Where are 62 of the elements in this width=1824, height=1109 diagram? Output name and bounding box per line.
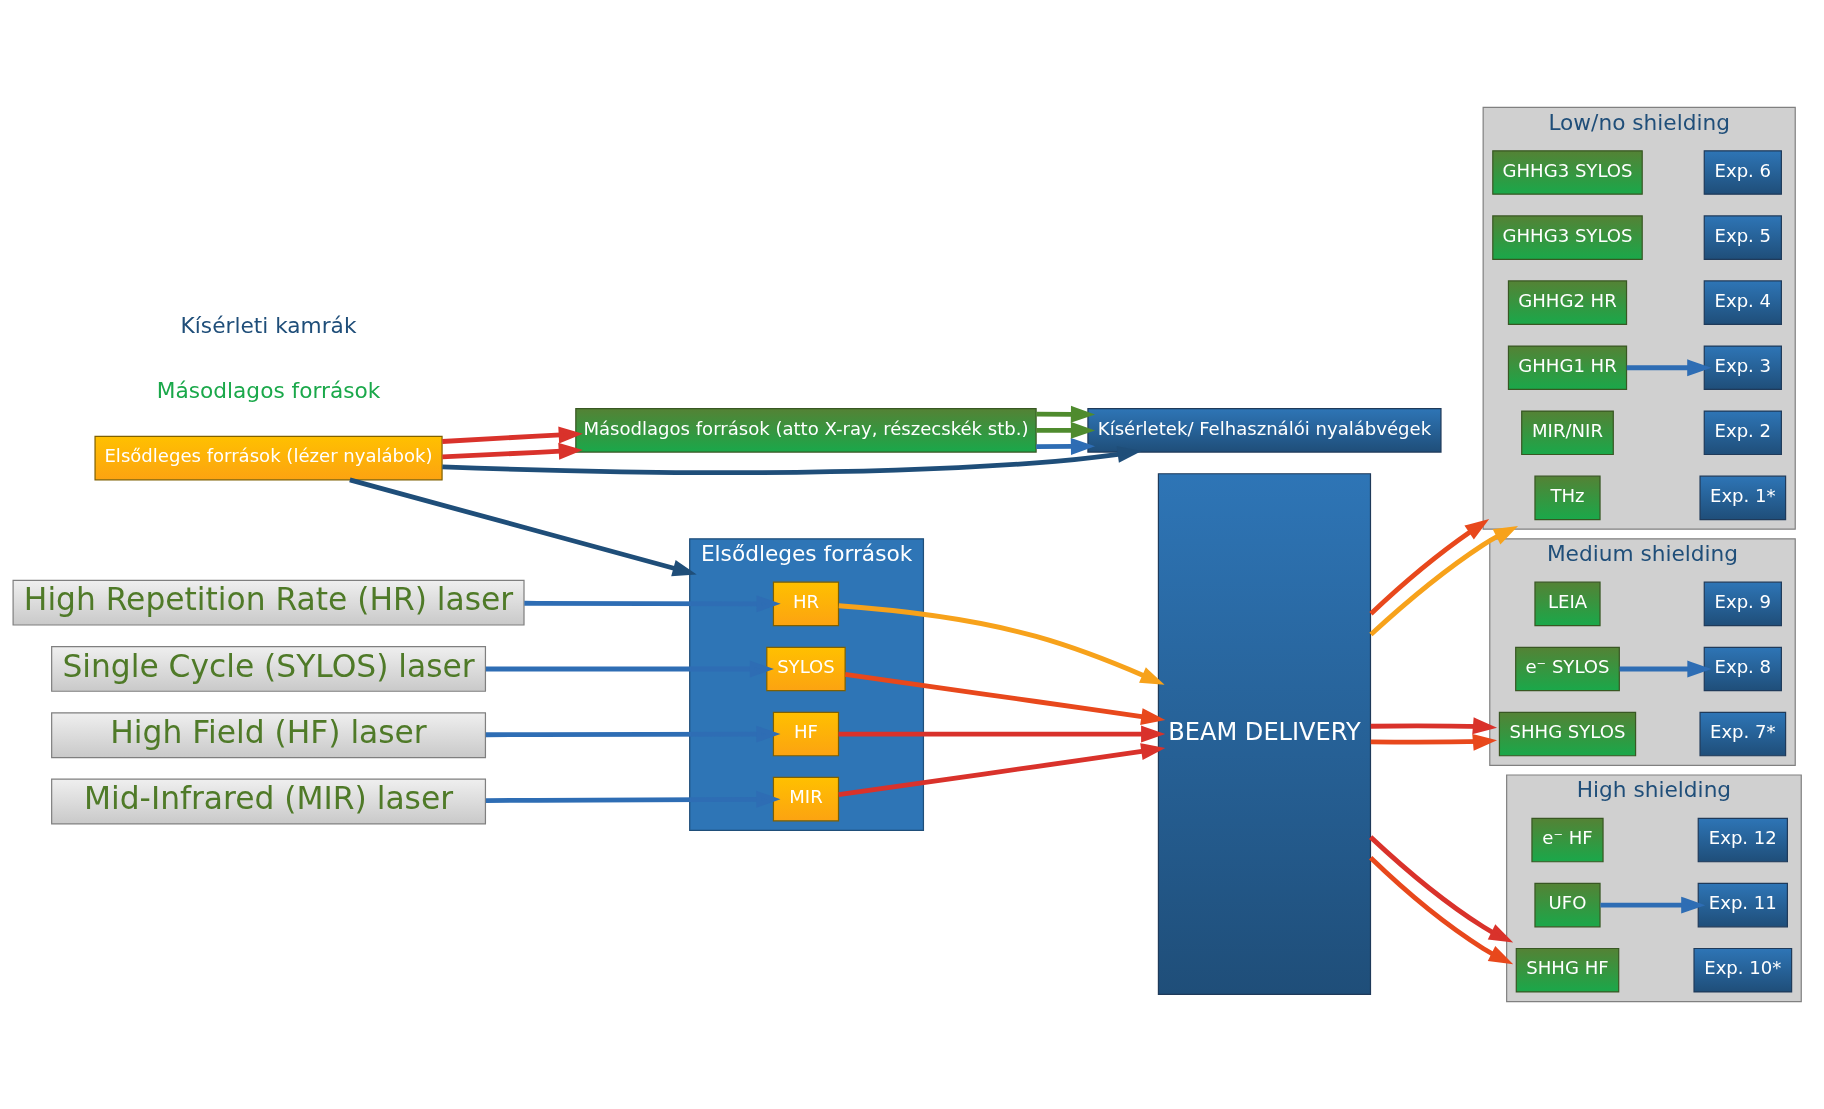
arrow [442, 426, 583, 444]
node-box: THz [1534, 475, 1601, 521]
node-box: LEIA [1534, 581, 1601, 627]
arrow [485, 725, 781, 743]
arrow [485, 790, 781, 808]
node-box: Exp. 6 [1703, 150, 1782, 195]
node-box: Exp. 11 [1697, 882, 1788, 928]
node-box: Elsődleges források (lézer nyalábok) [94, 435, 443, 481]
node-box: MIR [772, 776, 840, 822]
node-box: e⁻ HF [1531, 817, 1604, 863]
node-box: HF [772, 711, 840, 757]
arrow [1369, 525, 1519, 637]
node-box: Exp. 4 [1703, 280, 1782, 325]
arrow [1036, 405, 1096, 423]
arrow [1036, 421, 1096, 439]
arrow [1626, 359, 1712, 377]
arrow [1368, 856, 1514, 965]
node-box: SHHG HF [1515, 947, 1620, 993]
label: Másodlagos források [156, 378, 381, 404]
arrow [1036, 438, 1096, 455]
node-box: Másodlagos források (atto X-ray, részecskék stb.) [575, 408, 1037, 453]
arrow [1369, 519, 1490, 616]
arrow [838, 725, 1166, 743]
node-box: Mid-Infrared (MIR) laser [51, 778, 487, 825]
node-box: GHHG3 SYLOS [1492, 215, 1643, 260]
arrow [838, 603, 1165, 685]
node-box: Exp. 2 [1703, 410, 1782, 456]
label: Kísérleti kamrák [180, 313, 357, 339]
arrow [1370, 717, 1498, 735]
node-box: MIR/NIR [1521, 410, 1614, 456]
arrow [349, 477, 697, 577]
arrow [1368, 835, 1514, 943]
node-box: High Field (HF) laser [51, 712, 487, 759]
node-box: Kísérletek/ Felhasználói nyalábvégek [1087, 408, 1442, 453]
node-box: Exp. 10* [1693, 947, 1793, 993]
arrow [844, 672, 1166, 725]
node-box: GHHG3 SYLOS [1492, 150, 1643, 195]
arrow [442, 442, 583, 460]
node-box: SHHG SYLOS [1498, 711, 1637, 757]
node-box: Single Cycle (SYLOS) laser [51, 646, 487, 692]
node-box: SYLOS [766, 646, 846, 692]
arrow [1370, 733, 1498, 751]
node-box: BEAM DELIVERY [1157, 473, 1372, 995]
node-box: Exp. 1* [1699, 475, 1787, 521]
node-box: Exp. 3 [1703, 345, 1782, 391]
arrow [442, 446, 1142, 475]
arrow [1619, 660, 1712, 678]
arrow [485, 660, 774, 678]
node-box: Exp. 8 [1703, 646, 1782, 692]
arrow [524, 595, 781, 613]
arrow [1600, 896, 1706, 914]
node-box: Exp. 7* [1699, 711, 1787, 757]
arrow [838, 743, 1166, 798]
node-box: e⁻ SYLOS [1515, 646, 1620, 692]
node-box: GHHG2 HR [1507, 280, 1628, 325]
node-box: GHHG1 HR [1507, 345, 1628, 391]
node-box: HR [772, 581, 840, 627]
node-box: Exp. 9 [1703, 581, 1782, 627]
node-box: Exp. 5 [1703, 215, 1782, 260]
node-box: High Repetition Rate (HR) laser [12, 579, 525, 626]
node-box: Exp. 12 [1697, 817, 1788, 863]
node-box: UFO [1534, 882, 1601, 928]
